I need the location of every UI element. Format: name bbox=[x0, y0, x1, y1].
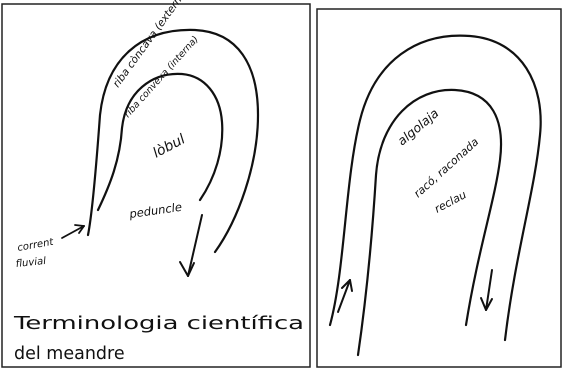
left-panel: riba còncava (externa) riba convexa (int… bbox=[2, 0, 310, 367]
right-panel-frame bbox=[317, 9, 561, 367]
caption-line2: del meandre bbox=[14, 344, 125, 364]
right-panel: algolaja racó, raconada reclau bbox=[317, 9, 561, 367]
left-panel-frame bbox=[2, 4, 310, 367]
caption-line1: Terminologia científica bbox=[13, 314, 304, 334]
